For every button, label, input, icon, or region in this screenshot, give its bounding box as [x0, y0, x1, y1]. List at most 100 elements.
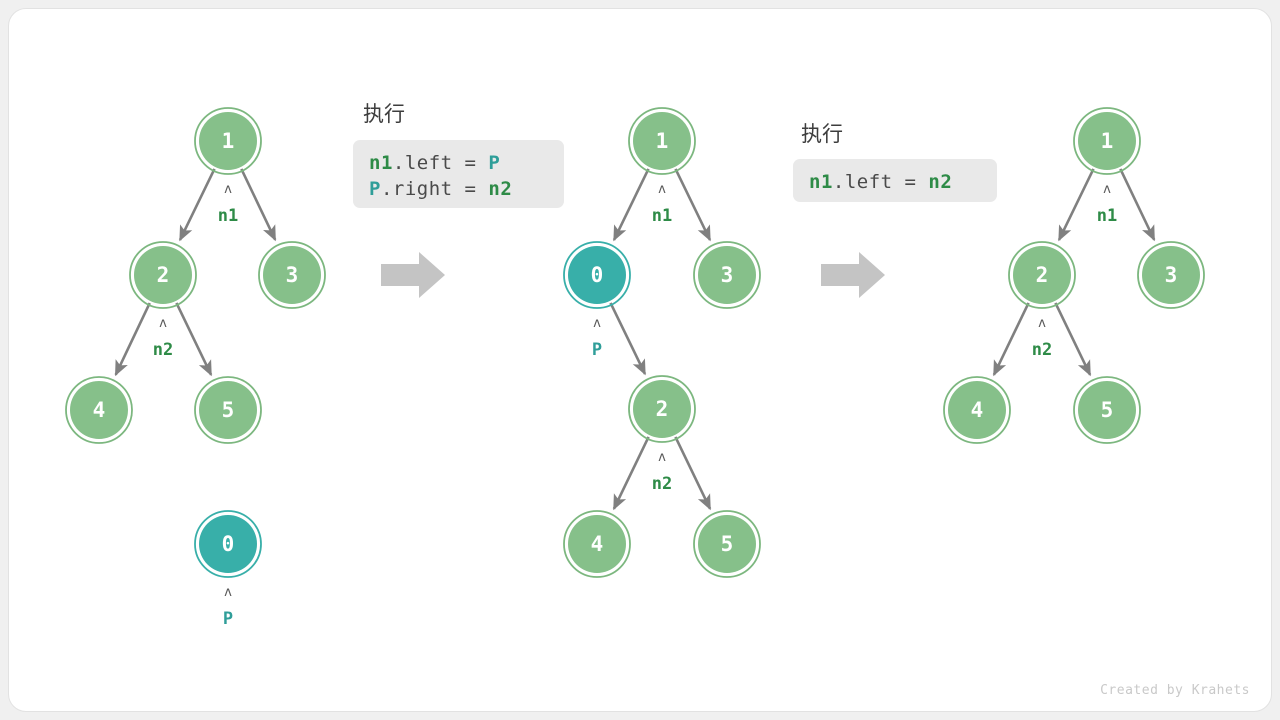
node-outer-ring	[943, 376, 1011, 444]
node-value: 3	[286, 263, 299, 287]
node-outer-ring	[693, 241, 761, 309]
node-value: 4	[971, 398, 984, 422]
tree-edge	[175, 302, 213, 377]
node-value: 0	[591, 263, 604, 287]
tree-edge	[674, 436, 712, 511]
pointer-caret-icon: ʌ	[1038, 316, 1046, 331]
tree-edge	[612, 168, 650, 242]
step-2-code-block: n1.left = n2	[793, 159, 997, 202]
tree-node-4: 4	[563, 510, 631, 578]
node-circle	[1078, 112, 1136, 170]
node-outer-ring	[129, 241, 197, 309]
node-outer-ring	[628, 107, 696, 175]
pointer-label-P: P	[223, 609, 233, 629]
node-value: 3	[721, 263, 734, 287]
tree-node-2: 2	[129, 241, 197, 309]
node-outer-ring	[628, 375, 696, 443]
node-outer-ring	[258, 241, 326, 309]
node-circle	[633, 112, 691, 170]
node-circle	[1013, 246, 1071, 304]
node-circle	[698, 246, 756, 304]
node-value: 0	[222, 532, 235, 556]
flow-arrow-2	[821, 252, 885, 298]
flow-arrow-1	[381, 252, 445, 298]
node-value: 1	[1101, 129, 1114, 153]
node-outer-ring	[1008, 241, 1076, 309]
pointer-caret-icon: ʌ	[593, 316, 601, 331]
node-circle	[568, 246, 626, 304]
pointer-caret-icon: ʌ	[1103, 182, 1111, 197]
node-outer-ring	[1073, 376, 1141, 444]
node-circle	[568, 515, 626, 573]
pointer-label-n2: n2	[1032, 340, 1052, 360]
pointer-label-n1: n1	[652, 206, 672, 226]
node-outer-ring	[1073, 107, 1141, 175]
code-token: P	[488, 152, 501, 174]
node-value: 2	[1036, 263, 1049, 287]
node-outer-ring	[1137, 241, 1205, 309]
node-circle	[698, 515, 756, 573]
tree-node-4: 4	[65, 376, 133, 444]
pointer-label-n2: n2	[652, 474, 672, 494]
node-outer-ring	[563, 241, 631, 309]
tree-node-1: 1	[194, 107, 262, 175]
node-value: 5	[721, 532, 734, 556]
tree-node-5: 5	[693, 510, 761, 578]
watermark: Created by Krahets	[1100, 683, 1250, 698]
node-value: 3	[1165, 263, 1178, 287]
tree-node-3: 3	[693, 241, 761, 309]
node-circle	[199, 515, 257, 573]
code-token: .left =	[392, 152, 489, 174]
node-circle	[70, 381, 128, 439]
node-value: 2	[157, 263, 170, 287]
code-token: n2	[488, 178, 513, 200]
node-outer-ring	[563, 510, 631, 578]
node-outer-ring	[194, 107, 262, 175]
tree-edge	[114, 302, 151, 377]
tree-node-5: 5	[194, 376, 262, 444]
node-circle	[199, 112, 257, 170]
code-token: n1	[369, 152, 393, 174]
tree-edge	[1057, 168, 1095, 242]
node-value: 2	[656, 397, 669, 421]
step-1-heading: 执行	[363, 103, 405, 126]
tree-node-3: 3	[258, 241, 326, 309]
tree-edge	[992, 302, 1030, 377]
tree-node-5: 5	[1073, 376, 1141, 444]
tree-node-1: 1	[1073, 107, 1141, 175]
tree-edge	[674, 168, 712, 242]
pointer-label-n1: n1	[1097, 206, 1117, 226]
tree-edge	[240, 168, 277, 242]
node-circle	[134, 246, 192, 304]
code-token: P	[369, 178, 381, 200]
code-line: P.right = n2	[369, 176, 548, 202]
code-line: n1.left = P	[369, 150, 548, 176]
node-circle	[633, 380, 691, 438]
node-value: 1	[222, 129, 235, 153]
tree-node-2: 2	[628, 375, 696, 443]
pointer-label-n1: n1	[218, 206, 238, 226]
node-circle	[1142, 246, 1200, 304]
tree-nodes: 1 2 3 4 5 0 1 0 3 2 4 5 1 2 3 4 5	[65, 107, 1205, 578]
code-token: n1	[809, 171, 833, 193]
tree-edge	[1054, 302, 1092, 377]
tree-edge	[178, 168, 216, 242]
pointer-caret-icon: ʌ	[658, 450, 666, 465]
step-2-heading: 执行	[801, 123, 843, 146]
flow-arrows	[381, 252, 885, 298]
code-token: .right =	[380, 178, 489, 200]
pointer-caret-icon: ʌ	[159, 316, 167, 331]
tree-node-1: 1	[628, 107, 696, 175]
tree-edge	[612, 436, 650, 511]
node-outer-ring	[65, 376, 133, 444]
node-value: 5	[222, 398, 235, 422]
tree-node-0: 0	[563, 241, 631, 309]
pointer-caret-icon: ʌ	[658, 182, 666, 197]
node-value: 4	[591, 532, 604, 556]
tree-edges	[114, 168, 1156, 511]
tree-node-0: 0	[194, 510, 262, 578]
